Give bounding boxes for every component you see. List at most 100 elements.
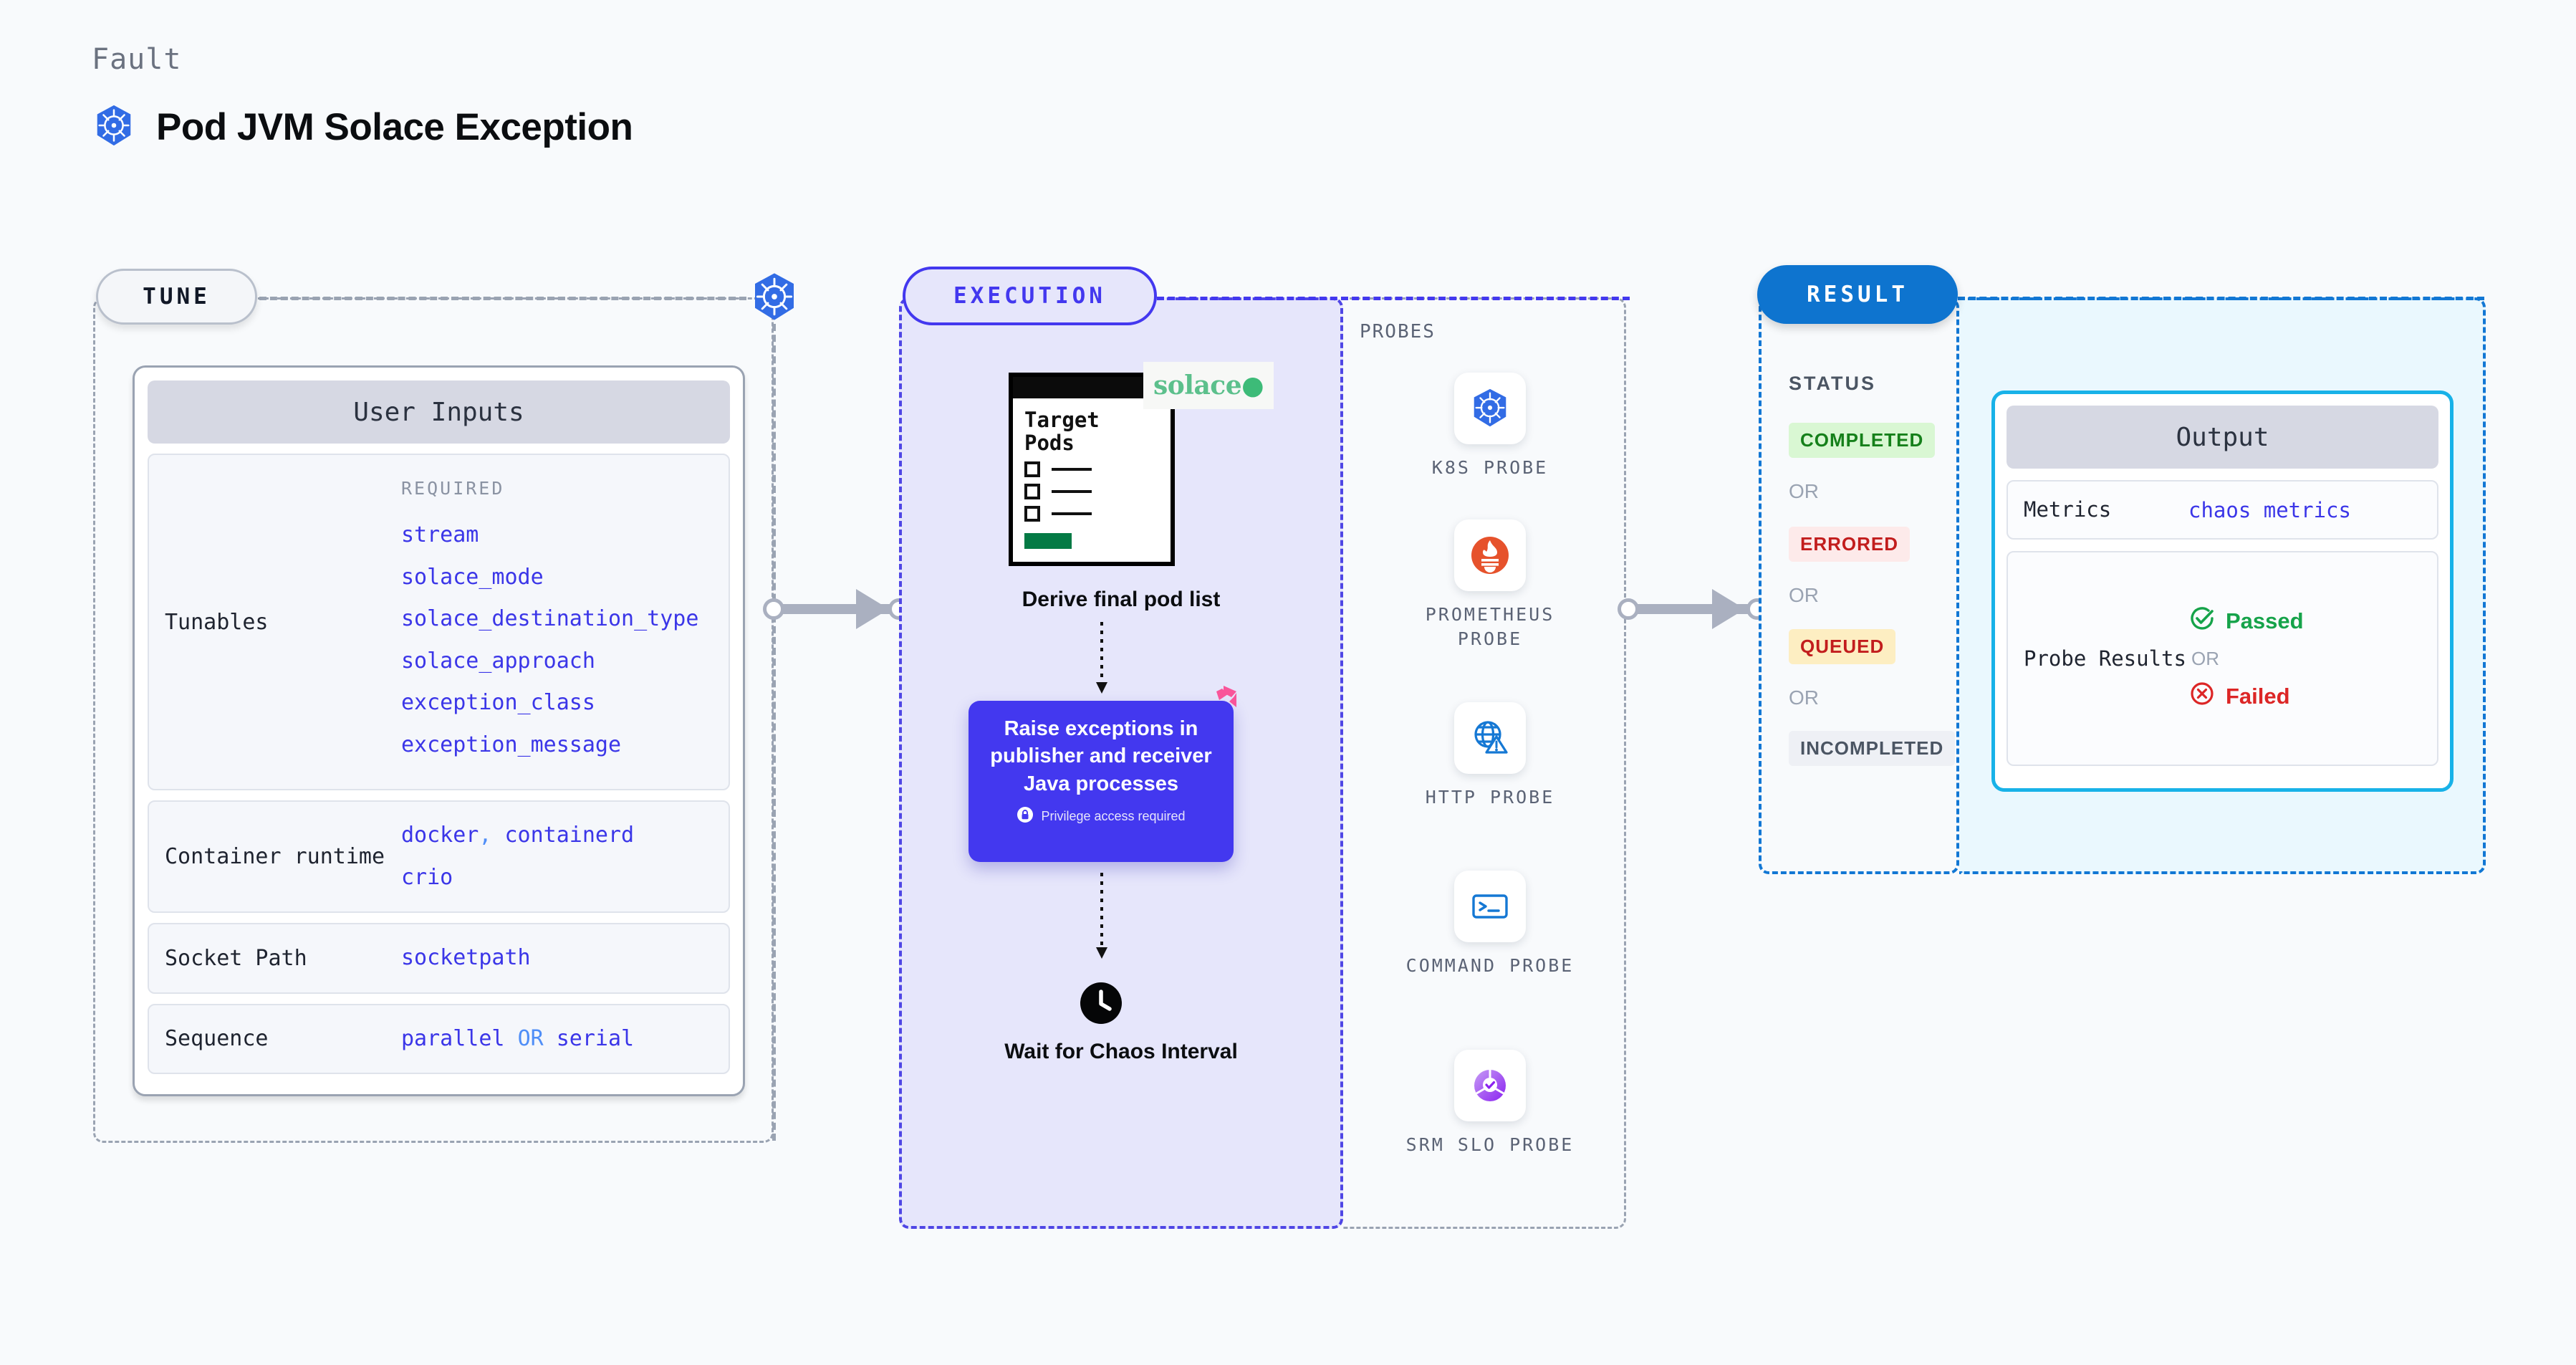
clock-icon: [1080, 982, 1123, 1025]
user-inputs-card: User Inputs Tunables REQUIRED stream sol…: [133, 365, 745, 1096]
probe-results-values: Passed OR Failed: [2188, 605, 2304, 713]
probe-label: PROMETHEUS PROBE: [1425, 604, 1555, 649]
target-pods-green-bar: [1024, 532, 1072, 549]
probe-http[interactable]: HTTP PROBE: [1400, 702, 1580, 810]
result-section: [1759, 297, 1959, 874]
target-pods-item: [1024, 483, 1159, 499]
tunable-solace-approach[interactable]: solace_approach: [401, 648, 595, 674]
or-label-1: OR: [1789, 480, 1819, 502]
probe-prometheus[interactable]: PROMETHEUS PROBE: [1400, 519, 1580, 651]
probe-results-row: Probe Results Passed OR: [2007, 551, 2438, 767]
target-pods-item: [1024, 505, 1159, 522]
metrics-key: Metrics: [2024, 497, 2112, 522]
or-label-3: OR: [1789, 686, 1819, 709]
probe-results-key: Probe Results: [2024, 646, 2186, 671]
probe-label: K8S PROBE: [1431, 457, 1549, 478]
connector-arrow-1: [856, 589, 889, 629]
tunables-row: Tunables REQUIRED stream solace_mode sol…: [148, 454, 730, 790]
solace-logo-text: solace: [1153, 370, 1242, 401]
kubernetes-icon: [92, 103, 136, 151]
user-inputs-title: User Inputs: [148, 380, 730, 444]
probe-label: HTTP PROBE: [1425, 787, 1555, 808]
container-runtime-values: docker, containerd crio: [401, 815, 634, 899]
sequence-row: Sequence parallel OR serial: [148, 1003, 730, 1074]
status-badge-incompleted: INCOMPLETED: [1789, 731, 1956, 766]
privilege-note: Privilege access required: [986, 806, 1216, 827]
prometheus-icon: [1454, 519, 1526, 591]
execution-connector-line: [1157, 297, 1630, 300]
page-header: Fault Pod JVM Solace Exception: [92, 43, 633, 151]
runtime-containerd[interactable]: containerd: [504, 823, 635, 848]
result-pill-label[interactable]: RESULT: [1757, 265, 1958, 324]
lock-icon: [1017, 806, 1034, 827]
tunable-exception-message[interactable]: exception_message: [401, 732, 622, 757]
target-pods-item: [1024, 461, 1159, 477]
wait-for-chaos-interval-caption: Wait for Chaos Interval: [1004, 1040, 1238, 1063]
line-placeholder: [1052, 512, 1092, 515]
probe-command[interactable]: COMMAND PROBE: [1400, 871, 1580, 978]
metrics-row: Metrics chaos metrics: [2007, 480, 2438, 540]
raise-exceptions-text: Raise exceptions in publisher and receiv…: [990, 717, 1212, 795]
socket-path-value[interactable]: socketpath: [401, 945, 531, 970]
probe-k8s[interactable]: K8S PROBE: [1400, 373, 1580, 480]
http-globe-warning-icon: [1454, 702, 1526, 774]
privilege-note-text: Privilege access required: [1041, 808, 1186, 823]
required-label: REQUIRED: [401, 478, 505, 499]
fault-kicker: Fault: [92, 43, 182, 76]
probe-result-passed: Passed: [2188, 605, 2304, 638]
target-pods-label: Target Pods: [1024, 408, 1100, 456]
tunable-stream[interactable]: stream: [401, 522, 479, 547]
check-circle-icon: [2188, 605, 2216, 638]
solace-logo: solace●: [1143, 362, 1274, 409]
sequence-parallel[interactable]: parallel: [401, 1025, 505, 1051]
kubernetes-icon: [749, 271, 800, 322]
tunables-key: Tunables: [165, 609, 269, 635]
probe-label: COMMAND PROBE: [1405, 955, 1575, 976]
probe-label: SRM SLO PROBE: [1405, 1134, 1575, 1155]
connector-node-left-2: [1618, 598, 1639, 620]
status-badge-errored: ERRORED: [1789, 527, 1911, 562]
runtime-crio[interactable]: crio: [401, 864, 453, 890]
socket-path-row: Socket Path socketpath: [148, 923, 730, 994]
execution-pill-label[interactable]: EXECUTION: [903, 267, 1157, 325]
probes-title: PROBES: [1360, 321, 1436, 343]
probe-result-or: OR: [2191, 647, 2219, 669]
runtime-docker[interactable]: docker: [401, 823, 479, 848]
tunable-solace-destination-type[interactable]: solace_destination_type: [401, 606, 699, 631]
tunable-solace-mode[interactable]: solace_mode: [401, 564, 544, 590]
tunables-values: REQUIRED stream solace_mode solace_desti…: [401, 478, 698, 766]
sequence-or: OR: [517, 1025, 544, 1051]
tune-connector-line: [259, 297, 746, 300]
tune-right-edge: [772, 324, 776, 1141]
connector-node-left: [763, 598, 784, 620]
title-row: Pod JVM Solace Exception: [92, 103, 633, 151]
sequence-values: parallel OR serial: [401, 1018, 634, 1060]
result-connector-line: [1958, 297, 2484, 300]
page-title: Pod JVM Solace Exception: [156, 106, 633, 148]
line-placeholder: [1052, 489, 1092, 493]
raise-exceptions-card: Raise exceptions in publisher and receiv…: [969, 701, 1234, 862]
flow-arrow-2: [1096, 873, 1107, 959]
terminal-icon: [1454, 871, 1526, 942]
flow-arrow-1: [1096, 622, 1107, 694]
x-circle-icon: [2188, 680, 2216, 713]
checkbox-icon: [1024, 505, 1040, 522]
sequence-key: Sequence: [165, 1026, 269, 1052]
output-title: Output: [2007, 406, 2438, 469]
status-badge-queued: QUEUED: [1789, 629, 1896, 664]
tune-pill-label[interactable]: TUNE: [96, 269, 257, 325]
metrics-value[interactable]: chaos metrics: [2188, 497, 2351, 522]
or-label-2: OR: [1789, 584, 1819, 606]
container-runtime-row: Container runtime docker, containerd cri…: [148, 800, 730, 913]
derive-final-pod-list-caption: Derive final pod list: [1022, 588, 1221, 611]
checkbox-icon: [1024, 461, 1040, 477]
probe-result-failed: Failed: [2188, 680, 2304, 713]
probe-srm-slo[interactable]: SRM SLO PROBE: [1400, 1050, 1580, 1157]
status-title: STATUS: [1789, 373, 1876, 394]
tunable-exception-class[interactable]: exception_class: [401, 690, 595, 715]
sequence-serial[interactable]: serial: [556, 1025, 635, 1051]
litmus-flag-icon: [1208, 684, 1239, 716]
srm-slo-icon: [1454, 1050, 1526, 1121]
output-card: Output Metrics chaos metrics Probe Resul…: [1991, 391, 2454, 792]
failed-label: Failed: [2226, 683, 2290, 709]
